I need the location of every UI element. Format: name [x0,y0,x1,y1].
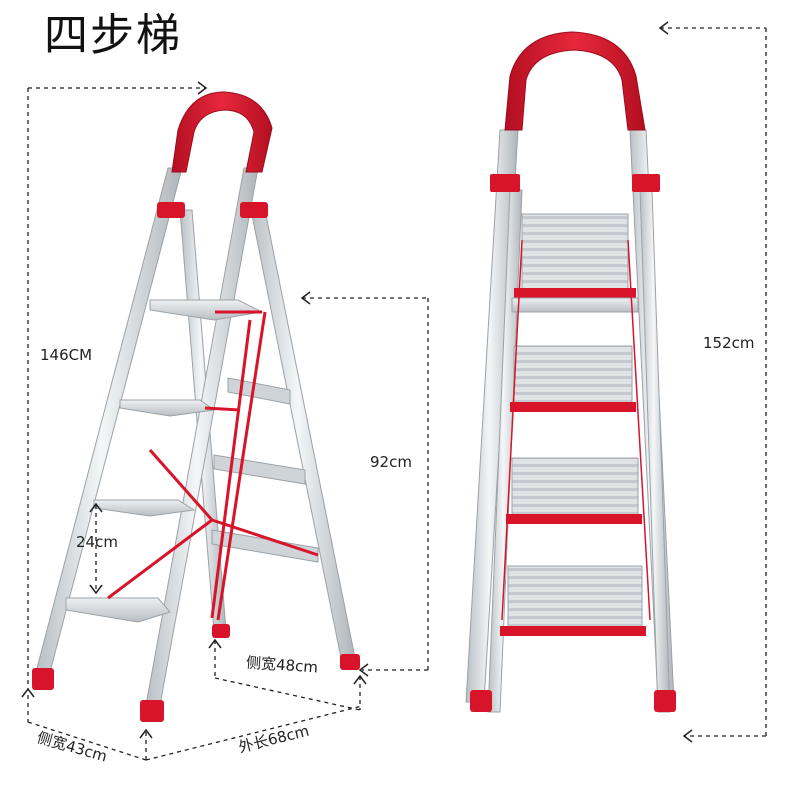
front-cords [501,239,651,621]
rear-braces [211,377,319,563]
dimension-label-height-side: 146CM [40,346,93,364]
front-platform [511,213,639,313]
front-view-ladder [465,31,676,713]
feet [32,624,360,722]
dimension-arrows [21,21,693,743]
red-braces [107,310,319,621]
page-title: 四步梯 [44,10,182,61]
front-hinge-left [490,174,520,192]
front-feet [470,690,676,712]
rear-leg-left [250,209,356,659]
front-steps [500,345,646,636]
dimension-label-height-front: 152cm [703,334,755,352]
front-hinge-right [632,174,660,192]
dimension-label-platform-height: 92cm [370,453,412,471]
side-steps [65,299,264,623]
hinge-right [240,202,268,218]
dimension-label-step-spacing: 24cm [76,533,118,551]
side-view-ladder [32,91,360,722]
hinge-left [157,202,185,218]
dimension-lines [27,27,767,761]
front-leg-right [145,167,259,706]
handle-grip [171,91,273,173]
front-handle-grip [504,31,646,131]
